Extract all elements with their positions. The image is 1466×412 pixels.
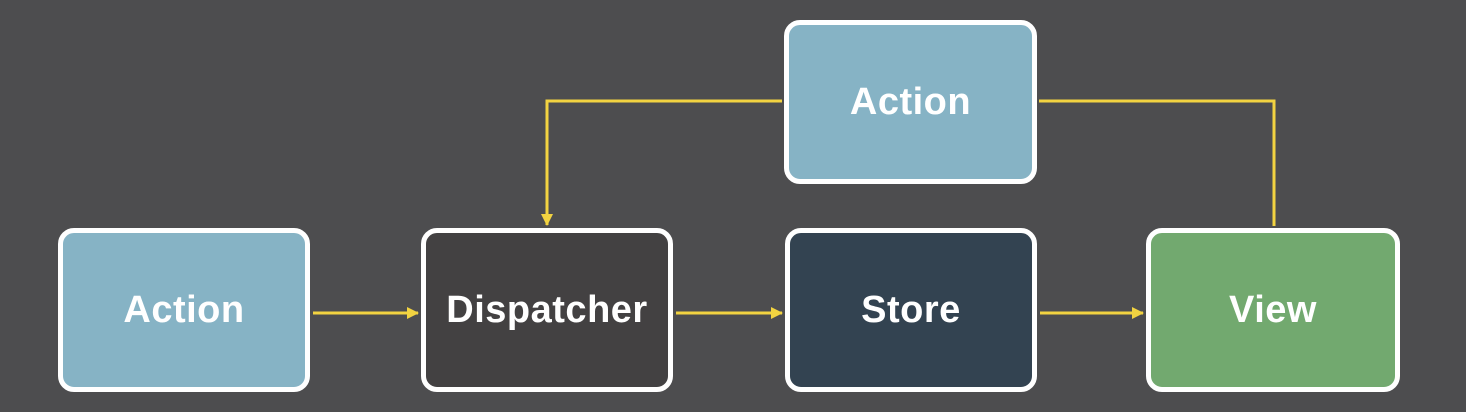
store-box: Store (785, 228, 1037, 392)
arrow-action-top-to-dispatcher (541, 99, 782, 226)
action-box-top: Action (784, 20, 1037, 184)
store-label: Store (861, 289, 961, 331)
action-label-top: Action (849, 81, 972, 123)
dispatcher-label: Dispatcher (446, 289, 648, 331)
view-label: View (1229, 289, 1317, 331)
view-box: View (1146, 228, 1400, 392)
line-view-to-action-top (1039, 99, 1276, 226)
dispatcher-box: Dispatcher (421, 228, 673, 392)
action-box-left: Action (58, 228, 310, 392)
action-label-left: Action (123, 289, 245, 331)
